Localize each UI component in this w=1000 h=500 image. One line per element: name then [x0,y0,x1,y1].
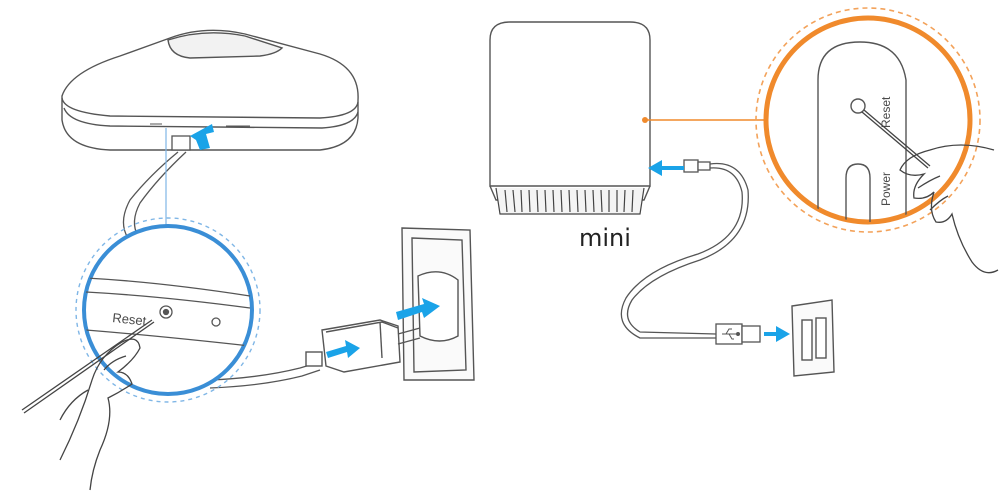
hub-cable [122,135,321,389]
wall-outlet-left [401,227,475,381]
arrow-right-icon [190,124,214,150]
arrow-right-icon [648,160,790,342]
usb-wall-port [791,299,835,377]
reset-zoom-left: Reset [75,217,261,403]
usb-icon [722,328,740,340]
power-adapter-left [305,319,421,373]
callout-dot [642,117,648,123]
power-label-right: Power [879,172,893,206]
reset-zoom-right: Reset Power [755,7,981,233]
reset-label-right: Reset [879,96,893,128]
reset-label-left: Reset [112,310,148,329]
hand-pin-right [861,109,999,274]
usb-cable [620,159,761,345]
mini-label: mini [579,224,631,252]
hub-device [61,29,359,151]
arrow-right-icon [326,298,440,358]
hand-pin-left [21,319,155,491]
mini-device [489,21,651,215]
